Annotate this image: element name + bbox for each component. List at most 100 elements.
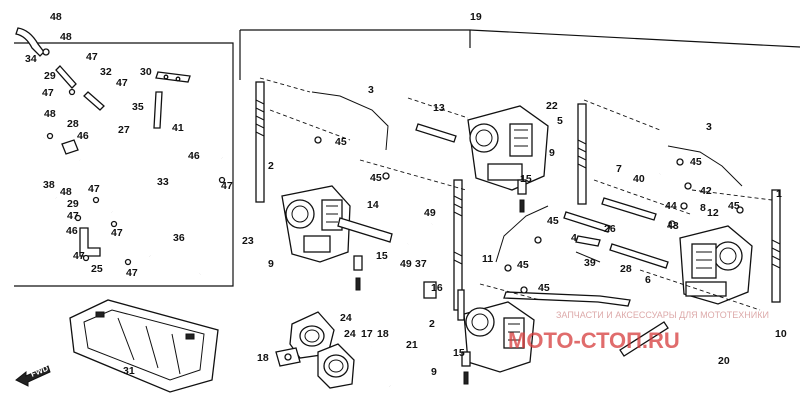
insulators [275,311,392,389]
callout-29: 29 [67,198,79,210]
callout-46: 46 [188,150,200,162]
callout-45: 45 [335,136,347,148]
callout-48: 48 [50,11,62,23]
callout-40: 40 [633,173,645,185]
callout-28: 28 [67,118,79,130]
screws-and-springs [255,81,781,385]
callout-47: 47 [221,180,233,192]
carburetor-20 [679,225,753,305]
callout-41: 41 [172,122,184,134]
callout-15: 15 [520,173,532,185]
callout-49: 49 [400,258,412,270]
hose-34 [15,27,45,57]
callout-26: 26 [604,223,616,235]
callout-46: 46 [77,130,89,142]
callout-1: 1 [776,188,782,200]
callout-7: 7 [616,163,622,175]
callout-13: 13 [433,102,445,114]
callout-37: 37 [415,258,427,270]
callout-32: 32 [100,66,112,78]
callout-48: 48 [60,31,72,43]
callout-24: 24 [344,328,356,340]
callout-17: 17 [361,328,373,340]
callout-48: 48 [60,186,72,198]
callout-44: 44 [665,200,677,212]
guide-lines [259,77,773,311]
callout-3: 3 [706,121,712,133]
assembly-frame-top [240,29,800,48]
callout-45: 45 [547,215,559,227]
hose-parts [15,27,226,275]
callout-43: 43 [667,220,679,232]
callout-15: 15 [376,250,388,262]
callout-6: 6 [645,274,651,286]
callout-10: 10 [775,328,787,340]
callout-15: 15 [453,347,465,359]
callout-45: 45 [370,172,382,184]
carburetor-23 [281,185,351,263]
callout-47: 47 [116,77,128,89]
callout-47: 47 [126,267,138,279]
callout-2: 2 [268,160,274,172]
hose-41 [69,95,223,159]
fwd-arrow: FWD [15,364,51,387]
callout-49: 49 [424,207,436,219]
callout-12: 12 [707,207,719,219]
clip-28 [61,139,79,155]
callout-47: 47 [88,183,100,195]
callout-48: 48 [44,108,56,120]
callout-39: 39 [584,257,596,269]
callout-29: 29 [44,70,56,82]
callout-9: 9 [549,147,555,159]
callout-20: 20 [718,355,730,367]
callout-25: 25 [91,263,103,275]
carburetor-22 [467,105,549,191]
watermark-tagline: ЗАПЧАСТИ И АКСЕССУАРЫ ДЛЯ МОТОТЕХНИКИ [556,310,769,320]
callout-5: 5 [557,115,563,127]
callout-45: 45 [517,259,529,271]
callout-45: 45 [538,282,550,294]
callout-4: 4 [571,232,577,244]
callout-33: 33 [157,176,169,188]
callout-46: 46 [66,225,78,237]
callout-2: 2 [429,318,435,330]
callout-14: 14 [367,199,379,211]
callout-45: 45 [690,156,702,168]
callout-47: 47 [86,51,98,63]
hose-33 [79,159,209,275]
throttle-links [311,91,743,357]
callout-38: 38 [43,179,55,191]
callout-27: 27 [118,124,130,136]
joint-29 [55,65,77,89]
callout-24: 24 [340,312,352,324]
callout-47: 47 [73,250,85,262]
callout-31: 31 [123,365,135,377]
tube-35 [153,91,163,129]
callout-21: 21 [406,339,418,351]
callout-45: 45 [728,200,740,212]
callout-3: 3 [368,84,374,96]
hose-group-frame [14,42,234,287]
callout-36: 36 [173,232,185,244]
bracket-30 [155,71,191,83]
callout-42: 42 [700,185,712,197]
callout-28: 28 [620,263,632,275]
callout-35: 35 [132,101,144,113]
carburetor-21 [463,301,535,373]
callout-18: 18 [257,352,269,364]
callout-34: 34 [25,53,37,65]
callout-47: 47 [42,87,54,99]
callout-19: 19 [470,11,482,23]
washers [314,136,744,294]
callout-16: 16 [431,282,443,294]
hose-32 [83,91,105,111]
callout-9: 9 [431,366,437,378]
callout-47: 47 [67,210,79,222]
watermark: ЗАПЧАСТИ И АКСЕССУАРЫ ДЛЯ МОТОТЕХНИКИ МО… [508,310,769,353]
callout-23: 23 [242,235,254,247]
callout-30: 30 [140,66,152,78]
callout-18: 18 [377,328,389,340]
